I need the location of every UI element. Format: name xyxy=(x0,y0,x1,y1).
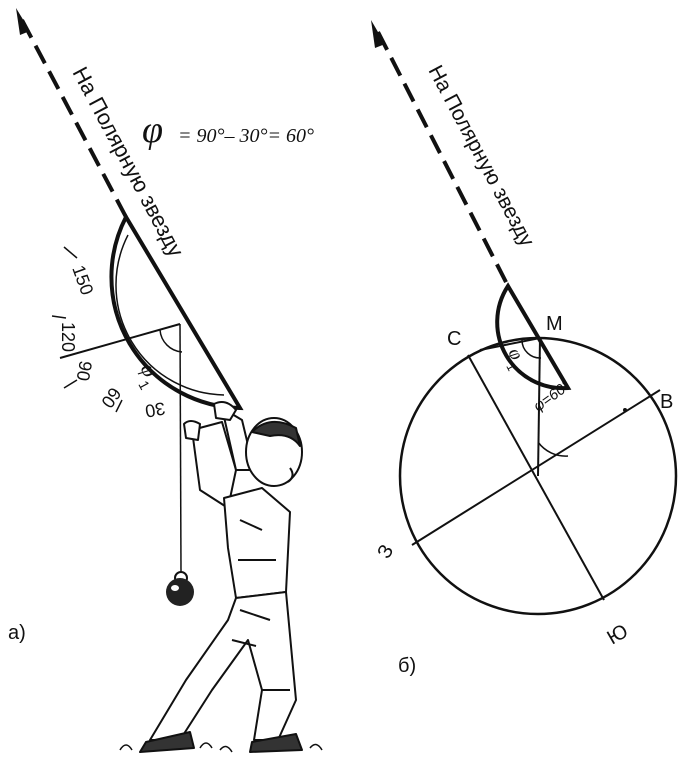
scale-label-30: 30 xyxy=(144,398,167,421)
scale-label-150: 150 xyxy=(68,263,97,298)
star-dot xyxy=(623,408,627,412)
plumb-bob xyxy=(166,571,194,606)
angle-sub-a: 1 xyxy=(135,378,153,393)
east-west-line xyxy=(411,389,661,546)
formula-symbol: φ xyxy=(142,109,163,151)
boy-with-protractor-figure xyxy=(119,401,323,753)
scale-label-120: 120 xyxy=(58,322,78,352)
protractor-b xyxy=(495,282,572,391)
cardinal-south: Ю xyxy=(604,620,633,649)
protractor-90-line xyxy=(59,323,181,359)
polaris-label-a: На Полярную звезду xyxy=(68,63,189,261)
vertical-line-b xyxy=(537,337,541,477)
angle-arc-b2 xyxy=(537,441,569,457)
protractor-b-string xyxy=(479,337,541,351)
angle-arc-a xyxy=(159,329,183,353)
polaris-label-b: На Полярную звезду xyxy=(424,62,539,251)
protractor-ticks xyxy=(51,246,123,413)
panel-label-a: а) xyxy=(8,622,26,644)
scale-label-90: 90 xyxy=(73,359,96,382)
cardinal-west: З xyxy=(373,541,398,562)
cardinal-north: С xyxy=(447,328,461,350)
formula-text: = 90°– 30°= 60° xyxy=(178,125,314,147)
panel-b: На Полярную звезду φ 1 φ=60° М С В З Ю б… xyxy=(371,20,678,677)
cardinal-east: В xyxy=(660,391,673,413)
protractor-a xyxy=(109,212,244,411)
panel-a: На Полярную звезду φ = 90°– 30°= 60° φ 1… xyxy=(8,8,323,753)
angle-arc-b1 xyxy=(521,339,542,359)
arrow-head-a xyxy=(16,8,30,35)
polaris-direction-line-a xyxy=(20,19,128,218)
panel-label-b: б) xyxy=(398,655,416,677)
protractor-inner-arc xyxy=(115,234,225,396)
meridian-line xyxy=(467,354,605,601)
plumb-line xyxy=(179,323,182,573)
scale-label-60: 60 xyxy=(97,384,125,412)
arrow-head-b xyxy=(371,20,385,48)
polaris-direction-line-b xyxy=(376,31,510,287)
point-label-m: М xyxy=(546,313,563,335)
